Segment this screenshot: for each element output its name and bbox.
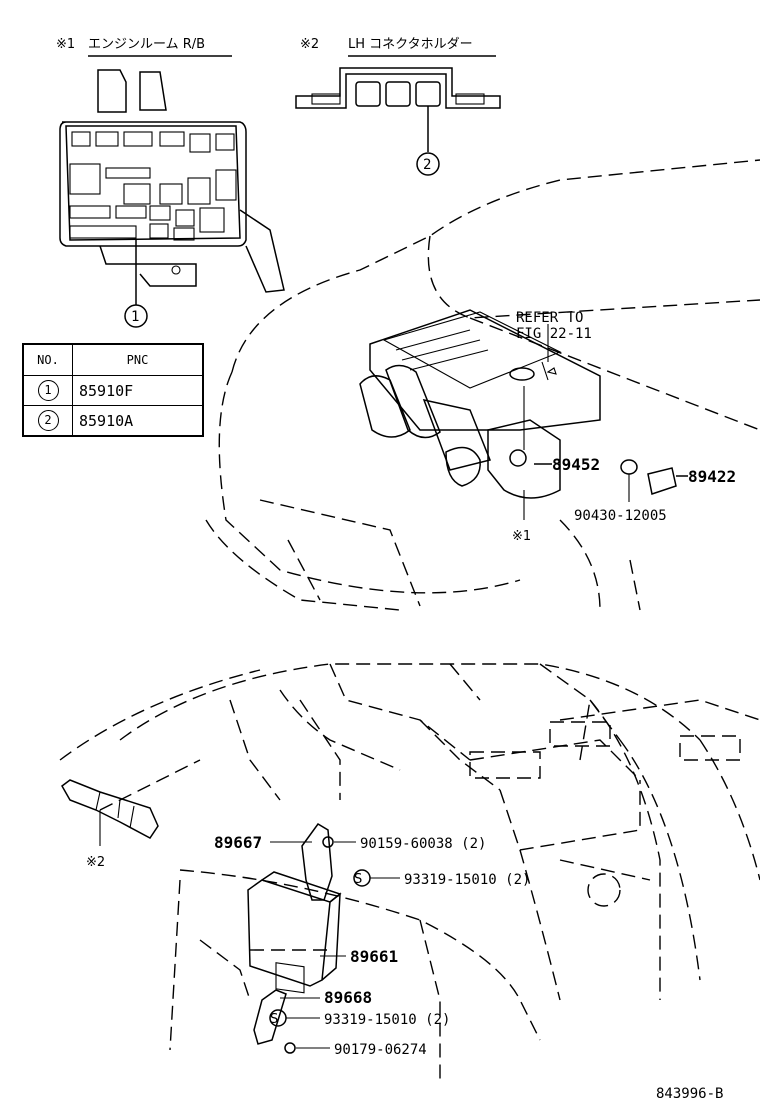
label-89668: 89668 (324, 988, 372, 1007)
row-no-cell: 2 (22, 405, 73, 437)
s-mark-b: S (270, 1012, 278, 1027)
row-pnc-cell: 85910A (72, 405, 204, 437)
label-93319-15010-b: 93319-15010 (2) (324, 1012, 450, 1028)
dashboard-drawing (59, 663, 760, 1080)
header-no: NO. (22, 343, 73, 376)
note1-mark: ※1 (56, 37, 75, 52)
label-90430-12005: 90430-12005 (574, 508, 667, 524)
label-89661: 89661 (350, 947, 398, 966)
drawing-id: 843996-B (656, 1086, 723, 1102)
relay-block-drawing (59, 69, 285, 305)
refer-to-line1: REFER TO (516, 310, 583, 326)
mark-1-engine: ※1 (512, 529, 531, 544)
note2-mark: ※2 (300, 37, 319, 52)
note1-title: エンジンルーム R/B (88, 37, 205, 52)
pnc-table: NO. PNC 1 85910F 2 85910A (22, 343, 204, 437)
row-pnc-cell: 85910F (72, 375, 204, 406)
pnc-table-header: NO. PNC (22, 343, 204, 376)
callout-circle-1 (124, 304, 148, 328)
s-mark-a: S (354, 872, 362, 887)
note2-title: LH コネクタホルダー (348, 37, 473, 52)
label-89422: 89422 (688, 467, 736, 486)
callout-circle-1-text: 1 (131, 309, 139, 325)
label-90159-60038: 90159-60038 (2) (360, 836, 486, 852)
label-90179-06274: 90179-06274 (334, 1042, 427, 1058)
callout-circle-2-text: 2 (423, 157, 431, 173)
row-no-cell: 1 (22, 375, 73, 406)
label-89452: 89452 (552, 455, 600, 474)
label-89667: 89667 (214, 833, 262, 852)
table-row: 1 85910F (22, 375, 204, 406)
mark-2-bracket: ※2 (86, 855, 105, 870)
header-pnc: PNC (72, 343, 204, 376)
callout-circle-2 (416, 152, 440, 176)
row-no-circle: 2 (37, 410, 59, 431)
label-93319-15010-a: 93319-15010 (2) (404, 872, 530, 888)
table-row: 2 85910A (22, 405, 204, 437)
connector-holder-drawing (295, 67, 501, 152)
refer-to-line2: FIG 22-11 (516, 326, 592, 342)
engine-bay-drawing (205, 159, 760, 611)
row-no-circle: 1 (37, 380, 59, 401)
